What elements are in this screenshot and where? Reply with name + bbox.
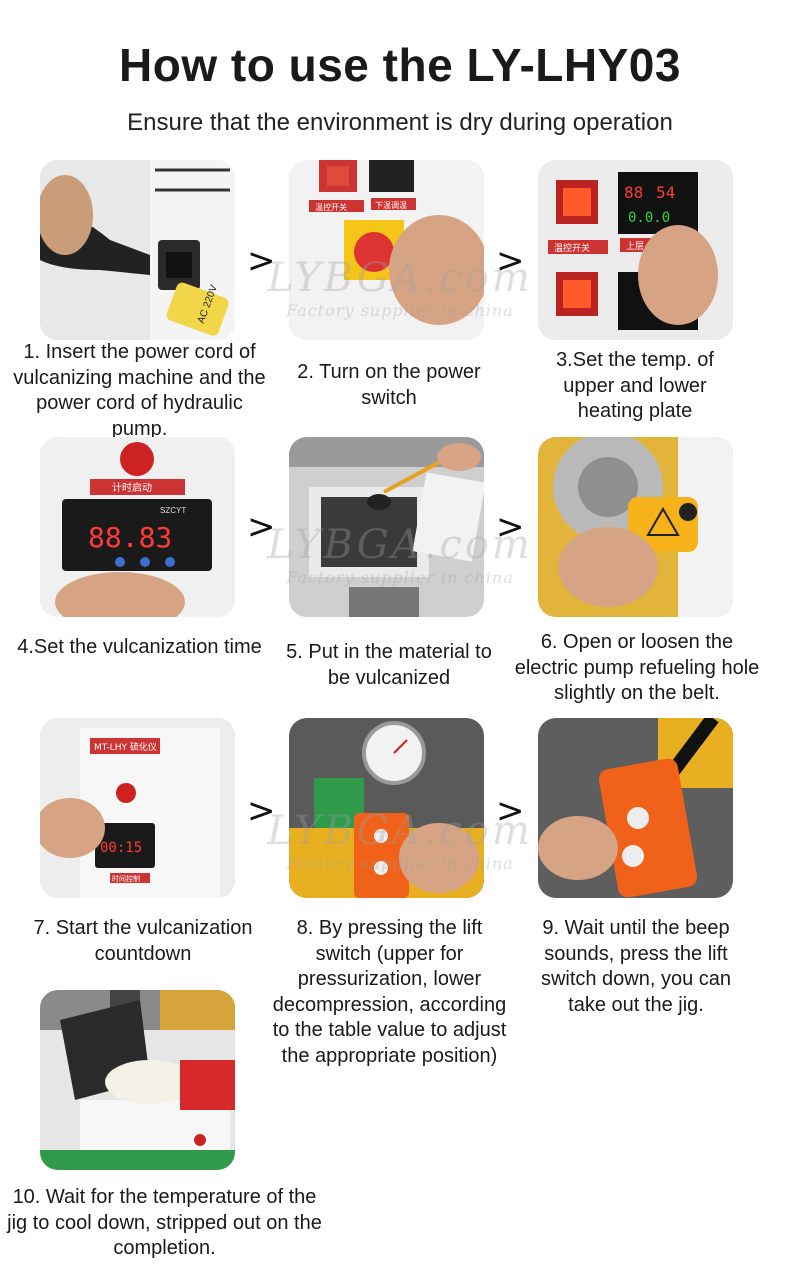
photo-timer-digits: 88.83 [88, 521, 172, 554]
step-3-caption: 3.Set the temp. of upper and lower heati… [556, 349, 714, 422]
step-10-caption: 10. Wait for the temperature of the jig … [7, 1186, 322, 1259]
step-4-photo: 计时启动 SZCYT 88.83 [40, 437, 235, 617]
step-4-caption: 4.Set the vulcanization time [17, 636, 262, 658]
step-8-caption: 8. By pressing the lift switch (upper fo… [272, 917, 507, 1067]
svg-text:0.0.0: 0.0.0 [628, 210, 670, 226]
page-title: How to use the LY-LHY03 [119, 39, 681, 91]
arrow-1-2: > [247, 241, 276, 281]
photo-temp-top: 54 [656, 183, 675, 202]
step-2-photo: 温控开关 下温调温 [289, 160, 484, 340]
arrow-5-6: > [496, 507, 525, 547]
step-9-caption: 9. Wait until the beep sounds, press the… [540, 917, 732, 1016]
step-5-photo [289, 437, 484, 617]
arrow-2-3: > [496, 241, 525, 281]
step-3-photo: 88 54 0.0.0 温控开关 上层 [538, 160, 733, 340]
step-8-photo [289, 718, 484, 898]
photo-temp-top-left: 88 [624, 183, 643, 202]
photo-machine-label: MT-LHY 硫化仪 [94, 741, 157, 753]
arrow-7-8: > [247, 791, 276, 831]
photo-temp-switch: 温控开关 [315, 202, 347, 212]
step-10-photo [40, 990, 235, 1170]
step-7-caption: 7. Start the vulcanization countdown [33, 917, 253, 965]
page-subtitle: Ensure that the environment is dry durin… [127, 109, 673, 136]
photo-temp-switch-2: 温控开关 [554, 242, 590, 254]
arrow-4-5: > [247, 507, 276, 547]
photo-timer-start: 计时启动 [112, 481, 152, 494]
photo-timer-countdown: 00:15 [100, 840, 142, 856]
step-6-caption: 6. Open or loosen the electric pump refu… [514, 631, 760, 704]
step-6-photo [538, 437, 733, 617]
step-5-caption: 5. Put in the material to be vulcanized [286, 641, 492, 689]
photo-brand: SZCYT [160, 506, 186, 515]
step-1-photo: AC 220V [40, 160, 235, 340]
photo-down-temp: 下温调温 [375, 201, 407, 210]
photo-upper: 上层 [626, 241, 644, 252]
step-1-caption: 1. Insert the power cord of vulcanizing … [13, 341, 266, 440]
step-2-caption: 2. Turn on the power switch [297, 361, 481, 409]
arrow-8-9: > [496, 791, 525, 831]
step-9-photo [538, 718, 733, 898]
photo-time-control: 时间控制 [112, 874, 140, 883]
step-7-photo: MT-LHY 硫化仪 00:15 时间控制 [40, 718, 235, 898]
